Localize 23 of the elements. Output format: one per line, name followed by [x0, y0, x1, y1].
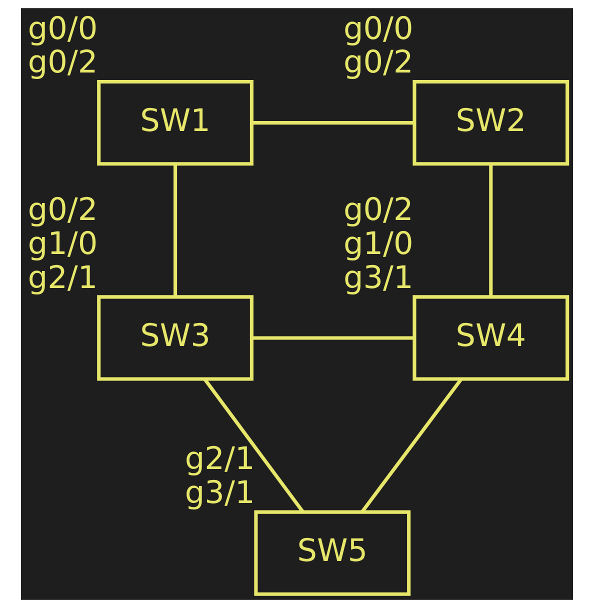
- node-label: g2/1: [27, 260, 98, 296]
- node-box: SW1: [96, 80, 253, 166]
- node-label: g0/2: [342, 192, 413, 228]
- node-box: SW3: [96, 295, 253, 381]
- node-label: g1/0: [27, 226, 98, 262]
- node-box: SW5: [254, 510, 410, 596]
- node-label: g0/2: [342, 44, 413, 81]
- connector: [488, 164, 492, 297]
- node-label: g0/0: [342, 10, 413, 47]
- connector: [173, 164, 177, 297]
- node-label: g2/1: [184, 441, 254, 478]
- node-label: g0/0: [27, 10, 98, 47]
- node-box: SW2: [412, 80, 569, 166]
- node-label: g0/2: [27, 192, 98, 228]
- connector: [360, 378, 462, 513]
- connector: [251, 121, 414, 125]
- node-box: SW4: [412, 295, 569, 381]
- connector: [202, 378, 304, 513]
- node-label: g0/2: [27, 44, 98, 81]
- connector: [251, 336, 414, 340]
- node-label: g1/0: [342, 226, 413, 262]
- node-label: g3/1: [342, 260, 413, 296]
- node-label: g3/1: [184, 475, 254, 512]
